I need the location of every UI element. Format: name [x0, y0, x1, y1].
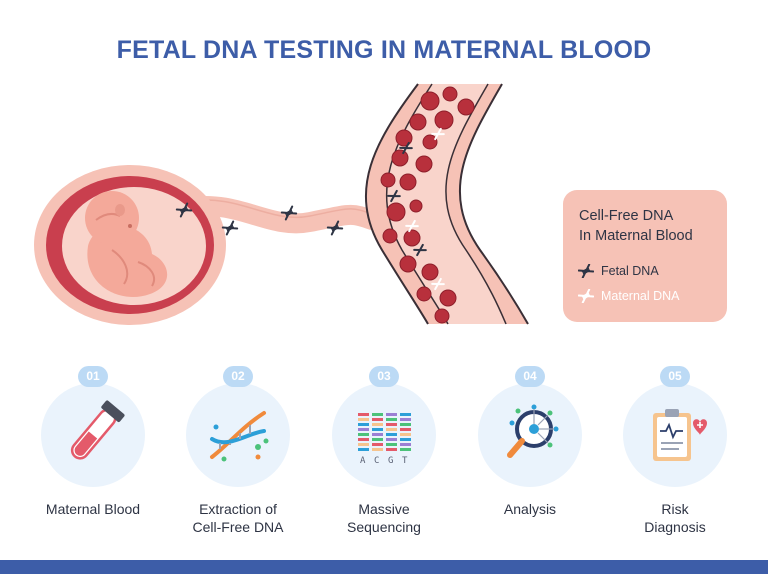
sequence-read-bar [386, 423, 397, 426]
fetus-icon [85, 191, 168, 297]
sequence-read-bar [372, 438, 383, 441]
sequence-read-bar [386, 418, 397, 421]
step-number: 04 [515, 366, 545, 387]
sequence-read-bar [400, 433, 411, 436]
seq-letter: C [374, 456, 379, 466]
sequence-read-bar [372, 448, 383, 451]
step-label: Maternal Blood [45, 501, 141, 517]
step-number: 02 [223, 366, 253, 387]
magnifier-icon [507, 404, 559, 458]
step-label: Risk Diagnosis [644, 501, 706, 535]
sequencing-grid-icon: A C G T [358, 413, 411, 466]
seq-letter: T [402, 456, 408, 466]
sequence-read-bar [386, 433, 397, 436]
sequence-read-bar [400, 413, 411, 416]
sequence-read-bar [400, 418, 411, 421]
umbilical-cord [180, 195, 382, 234]
dna-helix-icon [210, 411, 269, 462]
sequence-read-bar [400, 443, 411, 446]
blood-cells [380, 86, 475, 324]
step-number: 05 [660, 366, 690, 387]
legend-maternal-label: Maternal DNA [601, 289, 680, 303]
step-analysis: 04 Analysis [464, 366, 596, 556]
sequence-read-bar [358, 423, 369, 426]
sequence-read-bar [372, 443, 383, 446]
sequence-read-bar [358, 438, 369, 441]
sequence-read-bar [358, 418, 369, 421]
step-number: 03 [369, 366, 399, 387]
step-sequencing: A C G T 03 Massive Sequencing [318, 366, 450, 556]
sequence-read-bar [372, 428, 383, 431]
legend-item-maternal: Maternal DNA [578, 289, 680, 303]
test-tube-icon [70, 400, 125, 460]
clipboard-heart-icon [653, 409, 707, 461]
sequence-read-bar [358, 428, 369, 431]
sequence-read-bar [358, 413, 369, 416]
sequence-read-bar [358, 448, 369, 451]
sequence-read-bar [386, 438, 397, 441]
sequence-read-bar [372, 413, 383, 416]
sequence-read-bar [400, 423, 411, 426]
sequence-read-bar [400, 438, 411, 441]
sequence-read-bar [386, 413, 397, 416]
step-label: Massive Sequencing [347, 501, 421, 535]
fetal-dna-icon [578, 264, 594, 278]
sequence-read-bar [386, 428, 397, 431]
legend-title: Cell-Free DNA In Maternal Blood [579, 208, 693, 244]
maternal-dna-icon [578, 289, 594, 303]
sequence-read-bar [372, 418, 383, 421]
fetus-to-blood-illustration [34, 83, 529, 325]
seq-letter: A [360, 456, 366, 466]
page-title: FETAL DNA TESTING IN MATERNAL BLOOD [116, 36, 652, 64]
step-number: 01 [78, 366, 108, 387]
sequence-read-bar [400, 448, 411, 451]
sequence-read-bar [358, 443, 369, 446]
sequence-read-bar [400, 428, 411, 431]
footer-bar [0, 560, 768, 574]
step-risk-diagnosis: 05 Risk Diagnosis [609, 366, 741, 556]
fetal-dna-markers [175, 141, 427, 257]
sequence-read-bar [372, 433, 383, 436]
sequence-read-bar [386, 448, 397, 451]
step-label: Analysis [503, 501, 557, 517]
seq-letter: G [388, 456, 393, 466]
sequence-read-bar [386, 443, 397, 446]
step-circle [332, 383, 436, 487]
maternal-dna-markers [405, 127, 445, 291]
step-extraction: 02 Extraction of Cell-Free DNA [172, 366, 304, 556]
step-label: Extraction of Cell-Free DNA [192, 501, 284, 535]
dna-legend: Cell-Free DNA In Maternal Blood Fetal DN… [563, 190, 727, 322]
sequence-read-bar [372, 423, 383, 426]
sequence-read-bar [358, 433, 369, 436]
legend-item-fetal: Fetal DNA [578, 264, 659, 278]
step-maternal-blood: 01 Maternal Blood [27, 366, 159, 556]
legend-fetal-label: Fetal DNA [601, 264, 659, 278]
